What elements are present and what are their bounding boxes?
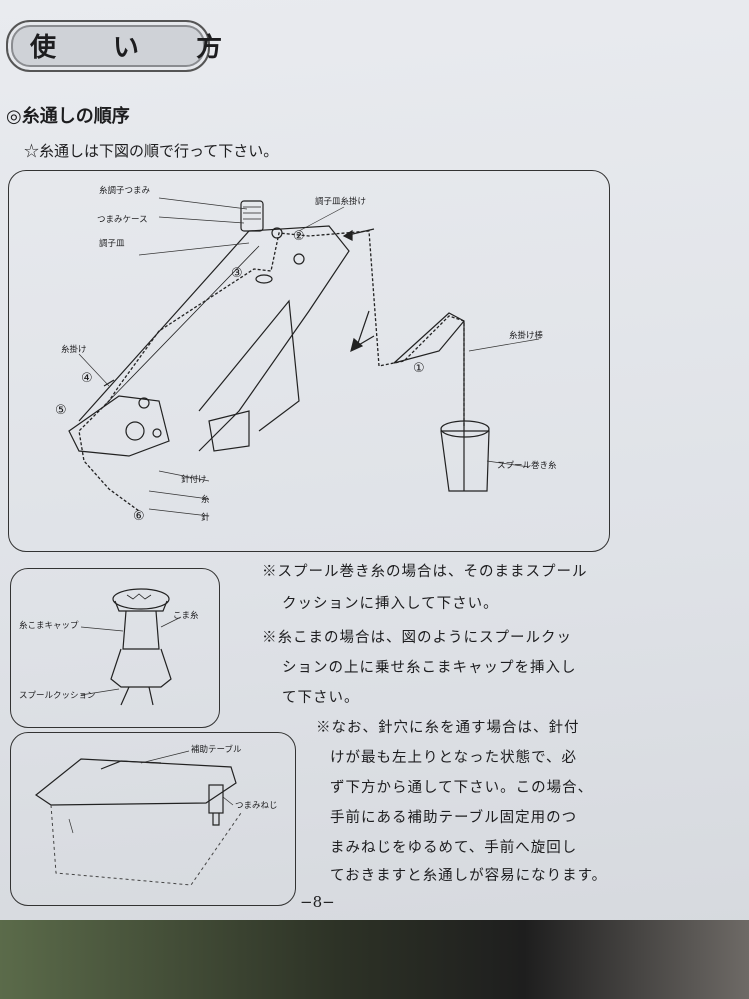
step-5: ⑤: [55, 403, 67, 418]
note-line-5: て下さい。: [282, 690, 360, 706]
note-line-1: ※スプール巻き糸の場合は、そのままスプール: [262, 564, 588, 580]
manual-page: [0, 0, 749, 940]
spool-cap-illustration: [80, 588, 182, 706]
step-4: ④: [81, 371, 93, 386]
aux-table-diagram: 補助テーブル つまみねじ: [10, 732, 296, 906]
aux-table-illustration: [34, 750, 242, 886]
label-tension-hook: 調子皿糸掛け: [315, 197, 367, 207]
step-2: ②: [293, 229, 305, 244]
label-spool-cushion: スプールクッション: [19, 691, 96, 701]
note-line-9: 手前にある補助テーブル固定用のつ: [330, 810, 578, 826]
label-spool-thread: スプール巻き糸: [497, 461, 557, 471]
label-needle: 針: [201, 513, 210, 523]
label-knob-screw: つまみねじ: [235, 801, 278, 811]
title-box: [6, 20, 210, 72]
label-guide-rod: 糸掛け棒: [509, 331, 544, 341]
background-surface: [0, 920, 749, 999]
label-spool-cap: 糸こまキャップ: [19, 621, 79, 631]
label-thread-guide: 糸掛け: [61, 345, 87, 355]
note-line-6: ※なお、針穴に糸を通す場合は、針付: [316, 720, 580, 736]
step-1: ①: [413, 361, 425, 376]
step-6: ⑥: [133, 509, 145, 524]
section-heading: ◎糸通しの順序: [6, 106, 130, 127]
note-line-7: けが最も左上りとなった状態で、必: [330, 750, 577, 766]
note-line-2: クッションに挿入して下さい。: [282, 596, 499, 612]
step-3: ③: [231, 266, 243, 281]
label-tension-disc: 調子皿: [99, 239, 125, 249]
label-thread: 糸: [201, 495, 210, 505]
label-spool: こま糸: [173, 611, 199, 621]
note-line-4: ションの上に乗せ糸こまキャップを挿入し: [282, 660, 577, 676]
label-knob-case: つまみケース: [97, 215, 148, 225]
label-needle-clamp: 針付け: [181, 475, 207, 485]
label-tension-knob: 糸調子つまみ: [99, 186, 151, 196]
threading-diagram: 糸調子つまみ つまみケース 調子皿 調子皿糸掛け 糸掛け 針付け 糸 針 糸掛け…: [8, 170, 610, 552]
note-line-11: ておきますと糸通しが容易になります。: [330, 868, 608, 884]
page-title: 使 い 方: [30, 33, 247, 63]
instruction-text: ☆糸通しは下図の順で行って下さい。: [24, 142, 279, 160]
note-line-8: ず下方から通して下さい。この場合、: [330, 780, 594, 796]
note-line-3: ※糸こまの場合は、図のようにスプールクッ: [262, 630, 572, 646]
note-line-10: まみねじをゆるめて、手前へ旋回し: [330, 840, 578, 856]
label-aux-table: 補助テーブル: [191, 745, 242, 755]
spool-cap-diagram: 糸こまキャップ こま糸 スプールクッション: [10, 568, 220, 728]
page-number: −8−: [300, 893, 335, 911]
threading-illustration: [68, 197, 540, 517]
